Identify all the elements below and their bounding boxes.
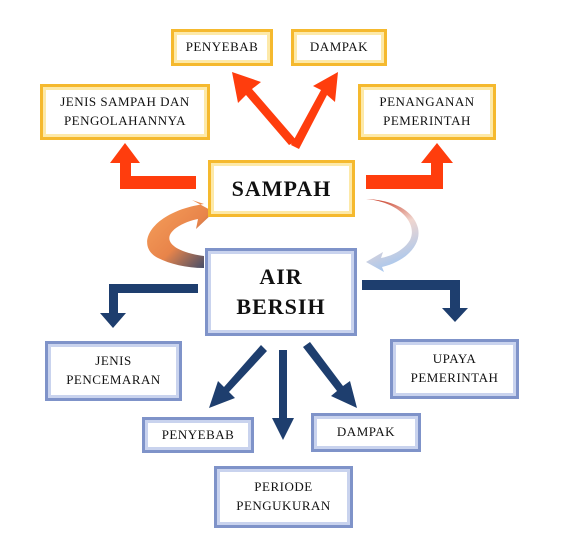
node-air-bersih-line2: BERSIH (236, 294, 326, 319)
node-penyebab-air-label: PENYEBAB (161, 426, 235, 442)
node-sampah-title: SAMPAH (231, 175, 332, 201)
node-jenis-sampah-text: JENIS SAMPAH DAN PENGOLAHANNYA (60, 93, 190, 131)
node-upaya-line1: UPAYA (432, 351, 477, 367)
node-periode-text: PERIODE PENGUKURAN (236, 478, 331, 516)
node-dampak-sampah: DAMPAK (291, 29, 387, 66)
arrow-to-penyebab-air (209, 345, 267, 408)
cycle-arrow-right (366, 199, 419, 272)
node-upaya-pemerintah: UPAYA PEMERINTAH (390, 339, 519, 399)
node-penanganan-line2: PEMERINTAH (383, 113, 471, 128)
node-air-bersih-text: AIR BERSIH (236, 262, 325, 321)
node-penanganan-line1: PENANGANAN (379, 94, 475, 110)
arrow-to-jenis-pencemaran (100, 284, 198, 328)
node-jenis-pencemaran-text: JENIS PENCEMARAN (66, 352, 161, 390)
node-air-bersih-main: AIR BERSIH (205, 248, 357, 336)
node-dampak-sampah-label: DAMPAK (309, 39, 369, 55)
node-jenis-pencemaran-line2: PENCEMARAN (66, 372, 161, 387)
node-dampak-air-label: DAMPAK (336, 424, 396, 440)
node-penanganan-text: PENANGANAN PEMERINTAH (379, 93, 474, 131)
arrow-to-penyebab (232, 72, 297, 145)
node-penyebab-sampah-label: PENYEBAB (185, 39, 259, 55)
node-jenis-pencemaran-line1: JENIS (95, 353, 132, 369)
arrow-to-upaya (362, 280, 468, 322)
arrow-to-jenis-sampah (110, 143, 196, 189)
cycle-arrow-left (147, 200, 214, 268)
arrow-to-dampak (291, 72, 338, 149)
node-sampah-main: SAMPAH (208, 160, 355, 217)
node-jenis-sampah-line2: PENGOLAHANNYA (63, 113, 187, 128)
arrow-to-dampak-air (303, 342, 357, 408)
arrow-to-periode (272, 350, 294, 440)
node-penanganan-pemerintah: PENANGANAN PEMERINTAH (358, 84, 496, 140)
node-jenis-sampah: JENIS SAMPAH DAN PENGOLAHANNYA (40, 84, 210, 140)
node-jenis-sampah-line1: JENIS SAMPAH DAN (60, 94, 190, 110)
node-upaya-text: UPAYA PEMERINTAH (411, 350, 499, 388)
node-penyebab-air: PENYEBAB (142, 417, 254, 453)
node-dampak-air: DAMPAK (311, 413, 421, 452)
node-periode-line1: PERIODE (254, 479, 313, 495)
node-upaya-line2: PEMERINTAH (410, 370, 499, 385)
arrow-to-penanganan (366, 143, 453, 189)
node-penyebab-sampah: PENYEBAB (171, 29, 273, 66)
node-air-bersih-line1: AIR (259, 264, 303, 290)
node-periode-line2: PENGUKURAN (236, 498, 331, 513)
node-jenis-pencemaran: JENIS PENCEMARAN (45, 341, 182, 401)
node-periode-pengukuran: PERIODE PENGUKURAN (214, 466, 353, 528)
